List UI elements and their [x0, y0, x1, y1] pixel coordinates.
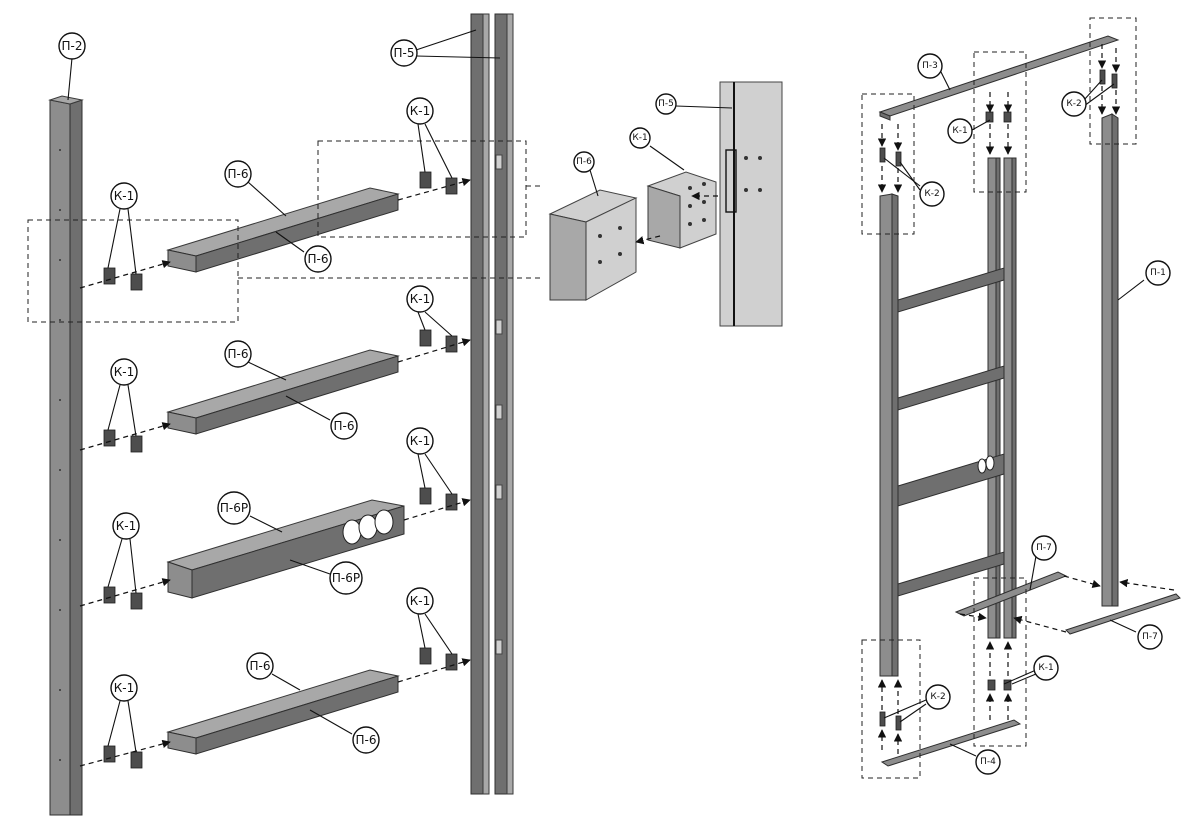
callout-p6-b2-text: П-6 [334, 419, 355, 433]
callout-detail-p6-text: П-6 [576, 157, 592, 167]
callout-p2 [58, 32, 86, 60]
callout-p6r-b-text: П-6Р [332, 571, 360, 585]
callout-k1-r1-text: К-1 [410, 104, 430, 118]
connection-detail-view: П-5 К-1 П-6 [548, 81, 783, 327]
callout-p7-a-text: П-7 [1036, 543, 1052, 553]
callout-k1-r3-text: К-1 [410, 434, 430, 448]
callout-p6r-a-text: П-6Р [220, 501, 248, 515]
callout-k2-top-text: К-2 [1066, 99, 1081, 109]
callout-p5 [390, 39, 418, 67]
callouts-k1-right: К-1 К-1 К-1 К-1 [406, 97, 453, 655]
callout-k1-l4-text: К-1 [114, 681, 134, 695]
callout-p6-a1-text: П-6 [228, 167, 249, 181]
callout-p6-b1-text: П-6 [308, 252, 329, 266]
callout-k1-top-text: К-1 [952, 126, 967, 136]
post-p2 [48, 95, 84, 816]
assembly-arrows-right [877, 44, 1175, 754]
callout-detail-k1-text: К-1 [632, 133, 647, 143]
right-frame-view: П-3 К-1 К-2 К-2 П-1 П-7 П-7 К-1 К-2 П-4 [861, 17, 1181, 779]
callout-k2-left-text: К-2 [924, 189, 939, 199]
beam-p6r [166, 499, 405, 599]
callout-k1-bottom-text: К-1 [1038, 663, 1053, 673]
frame-rungs [897, 267, 1005, 597]
beam-p6-3 [166, 669, 400, 755]
callout-p5-text: П-5 [394, 46, 415, 60]
detail-box-right [317, 140, 527, 238]
assembly-arrows-left [79, 177, 471, 767]
callout-p3-text: П-3 [922, 61, 938, 71]
callouts-p6: П-6 П-6 П-6 П-6 П-6Р П-6Р П-6 П-6 [217, 160, 380, 754]
callout-k2-bottom-text: К-2 [930, 692, 945, 702]
callout-k1-l3-text: К-1 [116, 519, 136, 533]
callout-k1-r4-text: К-1 [410, 594, 430, 608]
callout-p2-text: П-2 [62, 39, 83, 53]
left-exploded-view: П-2 П-5 К-1 К-1 К-1 К-1 К-1 К [27, 13, 540, 816]
callout-p6-a2-text: П-6 [228, 347, 249, 361]
callout-k1-r2-text: К-1 [410, 292, 430, 306]
callout-p4-text: П-4 [980, 757, 996, 767]
clips-k1-left [103, 267, 143, 769]
post-p5 [470, 13, 514, 795]
callouts-k1-left: К-1 К-1 К-1 К-1 [107, 182, 140, 753]
callout-k1-l2-text: К-1 [114, 365, 134, 379]
callout-detail-p5-text: П-5 [658, 99, 674, 109]
callout-p6-a3-text: П-6 [250, 659, 271, 673]
beam-p6-1 [166, 187, 400, 273]
callout-p6-b3-text: П-6 [356, 733, 377, 747]
callout-p7-b-text: П-7 [1142, 632, 1158, 642]
callout-p1-text: П-1 [1150, 268, 1166, 278]
detail-box-left [27, 219, 239, 323]
beam-p6-2 [166, 349, 400, 435]
callout-k1-l1-text: К-1 [114, 189, 134, 203]
